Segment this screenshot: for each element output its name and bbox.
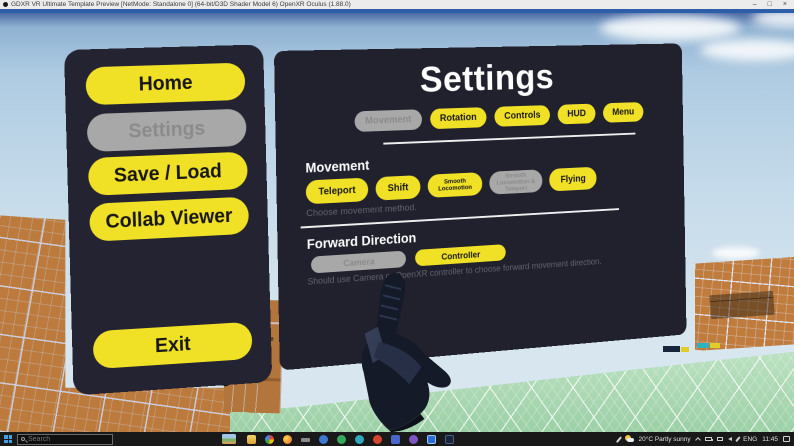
hidden-icons-caret-icon[interactable] (694, 436, 701, 443)
close-icon[interactable]: × (782, 1, 787, 8)
orange-grid-wall-right (695, 257, 794, 351)
tab-menu[interactable]: Menu (602, 102, 644, 123)
menu-button-collab-viewer[interactable]: Collab Viewer (88, 196, 249, 242)
weather-text[interactable]: 20°C Partly sunny (638, 435, 691, 443)
settings-title: Settings (419, 57, 555, 100)
menu-button-exit[interactable]: Exit (92, 321, 253, 370)
search-icon (21, 437, 25, 441)
maximize-icon[interactable]: □ (767, 1, 772, 8)
vr-menu-panel: Home Settings Save / Load Collab Viewer … (64, 44, 273, 396)
taskbar-app-icon[interactable] (301, 437, 310, 442)
taskbar-app-icon[interactable] (319, 434, 328, 444)
floor-prop (663, 346, 680, 352)
minimize-icon[interactable]: – (752, 1, 757, 8)
battery-icon[interactable] (704, 437, 713, 441)
window-accent-strip (0, 9, 794, 13)
language-indicator[interactable]: ENG (743, 435, 758, 443)
taskbar-app-icon[interactable] (355, 434, 364, 444)
firefox-icon[interactable] (283, 434, 292, 444)
wall-sign (709, 290, 775, 320)
window-titlebar: GDXR VR Ultimate Template Preview [NetMo… (0, 0, 794, 9)
start-button-icon[interactable] (4, 435, 12, 443)
taskbar-app-icon[interactable] (391, 434, 400, 444)
cloud (712, 247, 760, 259)
system-tray: 20°C Partly sunny ENG 11:45 (615, 432, 792, 446)
taskbar-app-icon[interactable] (427, 434, 436, 444)
cloud (600, 15, 740, 41)
divider (383, 132, 636, 145)
display-icon[interactable] (716, 436, 723, 442)
taskbar-app-icon[interactable] (409, 434, 418, 444)
taskbar: 20°C Partly sunny ENG 11:45 (0, 432, 794, 446)
tab-controls[interactable]: Controls (494, 105, 551, 127)
pen-icon[interactable] (615, 435, 622, 443)
vr-glove-hand (361, 273, 451, 432)
floor-prop (697, 343, 709, 348)
floor-prop (681, 347, 689, 352)
settings-tabs: Movement Rotation Controls HUD Menu (308, 101, 683, 134)
taskbar-search[interactable] (17, 433, 113, 445)
taskbar-app-icon[interactable] (445, 434, 454, 444)
movement-button-teleport[interactable]: Teleport (305, 177, 369, 205)
movement-button-smooth-locomotion[interactable]: Smooth Locomotion (427, 172, 483, 198)
speaker-icon[interactable] (727, 437, 732, 441)
tab-rotation[interactable]: Rotation (429, 107, 487, 130)
movement-button-flying[interactable]: Flying (549, 166, 598, 192)
app-icon (3, 2, 8, 7)
taskbar-app-icon[interactable] (373, 434, 382, 444)
taskbar-app-icon[interactable] (337, 434, 346, 444)
widgets-icon[interactable] (222, 434, 236, 444)
file-explorer-icon[interactable] (247, 434, 256, 444)
notifications-icon[interactable] (783, 436, 790, 442)
stylus-icon[interactable] (734, 436, 740, 442)
movement-section: Movement Teleport Shift Smooth Locomotio… (305, 144, 684, 219)
search-input[interactable] (28, 435, 98, 443)
taskbar-apps (247, 434, 454, 444)
movement-button-smooth-locomotion-teleport[interactable]: Smooth Locomotion & Teleport (489, 169, 543, 195)
floor-prop (710, 343, 720, 348)
tab-movement[interactable]: Movement (354, 109, 422, 133)
clock[interactable]: 11:45 (762, 435, 778, 443)
cloud (752, 13, 794, 27)
menu-button-home[interactable]: Home (84, 62, 246, 106)
movement-button-shift[interactable]: Shift (375, 175, 421, 201)
menu-button-save-load[interactable]: Save / Load (87, 151, 248, 196)
menu-button-settings[interactable]: Settings (86, 108, 247, 153)
window-title: GDXR VR Ultimate Template Preview [NetMo… (11, 1, 351, 8)
tab-hud[interactable]: HUD (557, 103, 596, 125)
weather-icon[interactable] (624, 434, 634, 444)
cloud (700, 39, 794, 61)
vr-viewport: Free Throwing Home Settings Save / Load … (0, 13, 794, 432)
chrome-icon[interactable] (265, 434, 274, 444)
